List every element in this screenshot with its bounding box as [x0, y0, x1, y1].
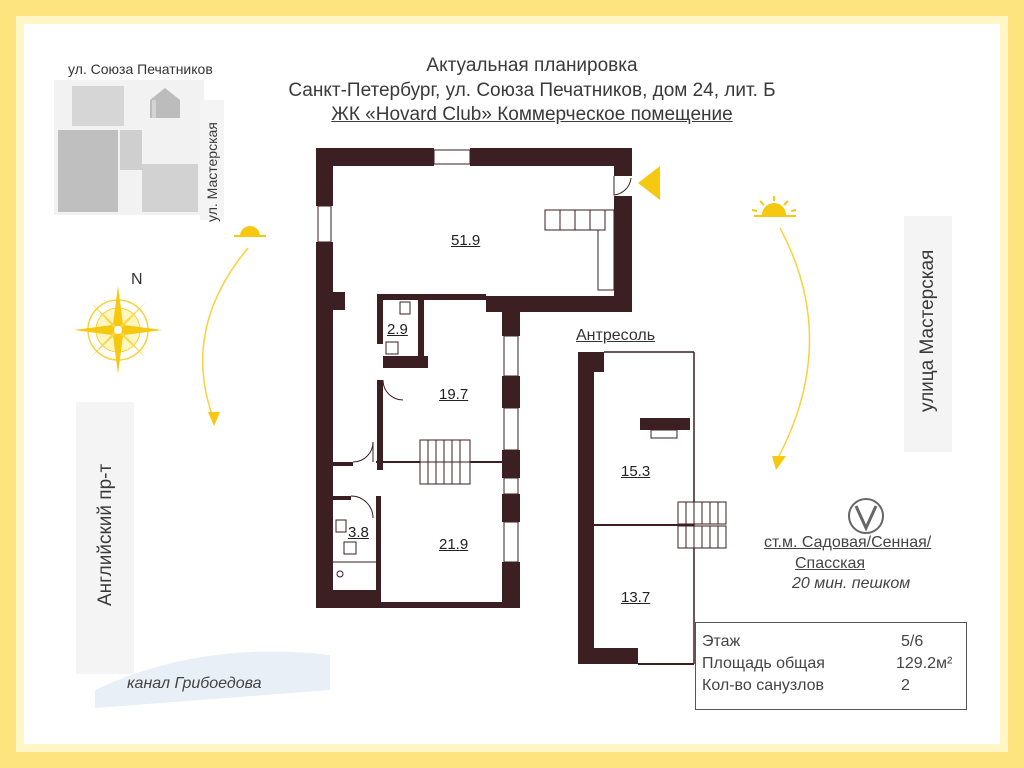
- map-street-side: ул. Мастерская: [204, 122, 220, 222]
- header-line-1: Актуальная планировка: [426, 55, 638, 76]
- location-map: [54, 80, 204, 215]
- toilet-icon-2: [343, 541, 357, 555]
- street-bottom-label: канал Грибоедова: [127, 675, 262, 692]
- area-value: 129.2м²: [896, 655, 953, 672]
- sun-path-right: [777, 227, 811, 459]
- metro-stations-line-2: Спасская: [795, 555, 866, 572]
- metro-walk-time: 20 мин. пешком: [792, 575, 911, 592]
- floor-value: 5/6: [901, 633, 924, 650]
- stairs-icon: [419, 439, 471, 485]
- main-floor-plan: [316, 148, 632, 608]
- baths-value: 2: [901, 677, 910, 694]
- compass-rose-icon: [74, 286, 162, 374]
- mezzanine-label: Антресоль: [576, 327, 656, 344]
- street-bar-left: [76, 402, 134, 674]
- mezzanine-plan: [578, 351, 727, 665]
- street-bar-right: [904, 216, 952, 452]
- sun-icon-left: [234, 226, 266, 237]
- room-area-7: 13.7: [621, 589, 651, 606]
- sink-icon: [399, 301, 411, 315]
- street-left-label: Английский пр-т: [95, 463, 116, 606]
- street-bar-map: [200, 100, 224, 220]
- canal-shape: [95, 651, 330, 708]
- compass-north-label: N: [131, 271, 143, 288]
- room-area-3: 19.7: [439, 386, 469, 403]
- arrow-icon-right: [772, 456, 786, 470]
- metro-stations-line-1: ст.м. Садовая/Сенная/: [764, 534, 932, 551]
- entrance-icon: [638, 166, 660, 200]
- sun-icon-right: [751, 196, 797, 217]
- room-area-4: 3.8: [348, 524, 369, 541]
- area-label: Площадь общая: [702, 655, 825, 672]
- baths-label: Кол-во санузлов: [702, 677, 824, 694]
- room-area-6: 15.3: [621, 463, 651, 480]
- sink-icon-2: [335, 519, 347, 533]
- header-line-2: Санкт-Петербург, ул. Союза Печатников, д…: [288, 80, 776, 101]
- sun-path-left: [201, 247, 249, 421]
- header-line-3: ЖК «Hovard Club» Коммерческое помещение: [331, 104, 733, 125]
- info-panel: Этаж 5/6 Площадь общая 129.2м² Кол-во са…: [695, 622, 967, 710]
- floor-label: Этаж: [702, 633, 741, 650]
- room-area-2: 2.9: [387, 321, 408, 338]
- room-area-1: 51.9: [451, 232, 481, 249]
- street-right-label: улица Мастерская: [917, 249, 938, 412]
- metro-icon: [848, 498, 884, 534]
- toilet-icon: [385, 341, 399, 355]
- church-icon: [150, 88, 180, 118]
- room-area-5: 21.9: [439, 536, 469, 553]
- map-street-top: ул. Союза Печатников: [68, 61, 213, 77]
- arrow-icon-left: [208, 412, 220, 426]
- stairs-icon-2: [677, 501, 727, 549]
